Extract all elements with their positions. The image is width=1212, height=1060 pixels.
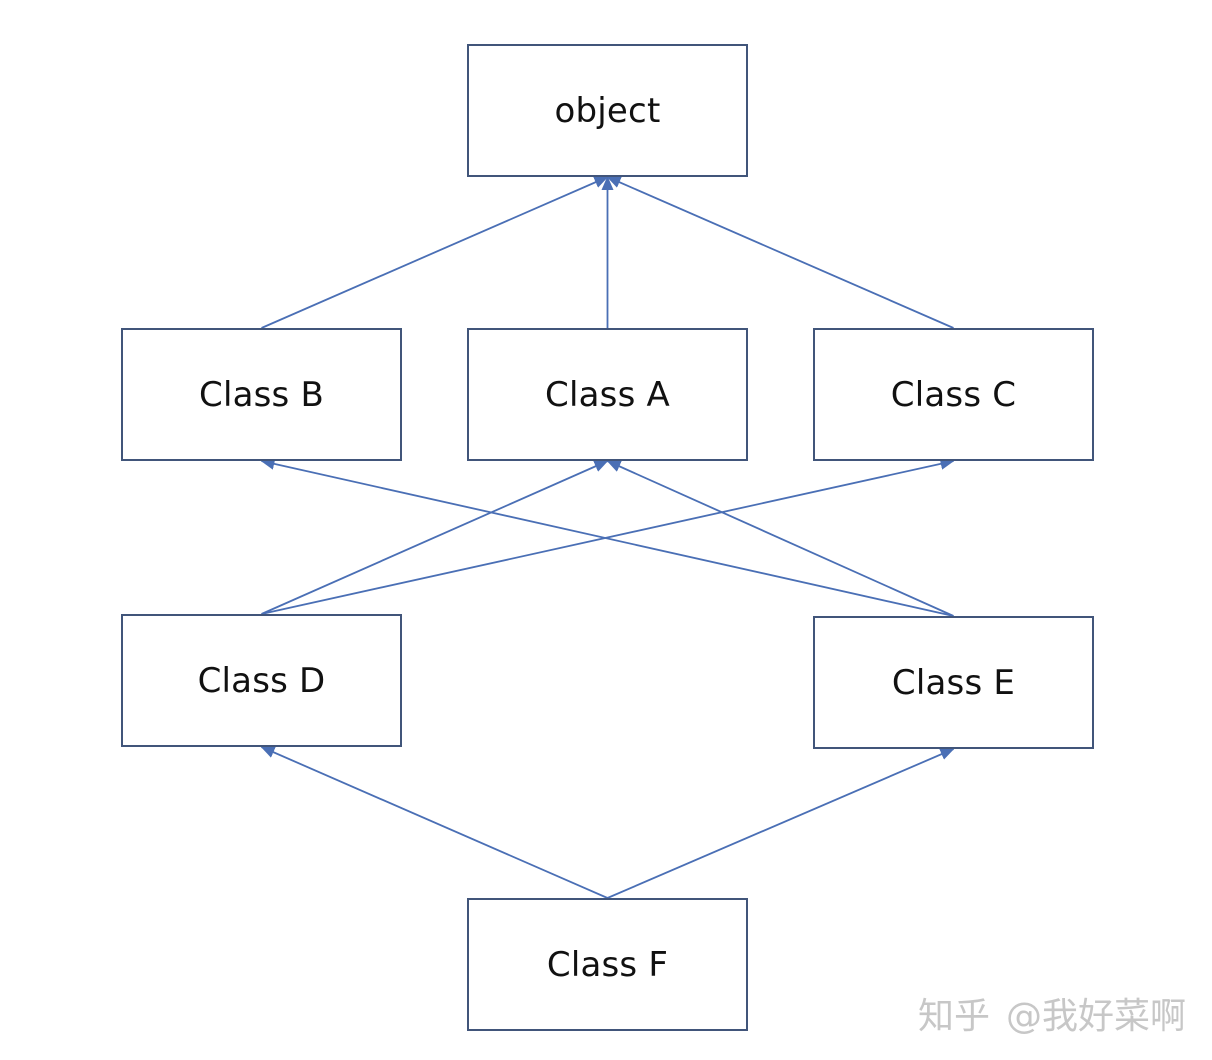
node-class-b: Class B — [121, 328, 402, 461]
node-class-b-label: Class B — [199, 374, 324, 415]
edge-class-e-to-class-b — [260, 457, 954, 617]
edge-class-e-to-class-a — [606, 460, 954, 617]
node-class-c-label: Class C — [890, 374, 1017, 415]
edge-class-d-to-class-c — [261, 457, 955, 615]
node-class-f: Class F — [467, 898, 748, 1031]
node-class-e-label: Class E — [891, 662, 1016, 703]
edge-class-f-to-class-e — [607, 748, 955, 899]
watermark-handle: @我好菜啊 — [1006, 996, 1187, 1037]
edge-class-d-to-class-a — [261, 460, 609, 615]
edge-class-c-to-object — [606, 176, 954, 329]
edge-class-f-to-class-d — [260, 746, 608, 899]
node-object-label: object — [554, 90, 661, 131]
node-class-d-label: Class D — [197, 660, 326, 701]
watermark-logo: 知乎 — [918, 996, 991, 1037]
node-class-a-label: Class A — [545, 374, 670, 415]
watermark: 知乎 @我好菜啊 — [918, 988, 1188, 1038]
node-class-f-label: Class F — [546, 944, 669, 985]
edge-class-b-to-object — [261, 176, 609, 329]
node-object: object — [467, 44, 748, 177]
node-class-e: Class E — [813, 616, 1094, 749]
node-class-a: Class A — [467, 328, 748, 461]
node-class-d: Class D — [121, 614, 402, 747]
node-class-c: Class C — [813, 328, 1094, 461]
